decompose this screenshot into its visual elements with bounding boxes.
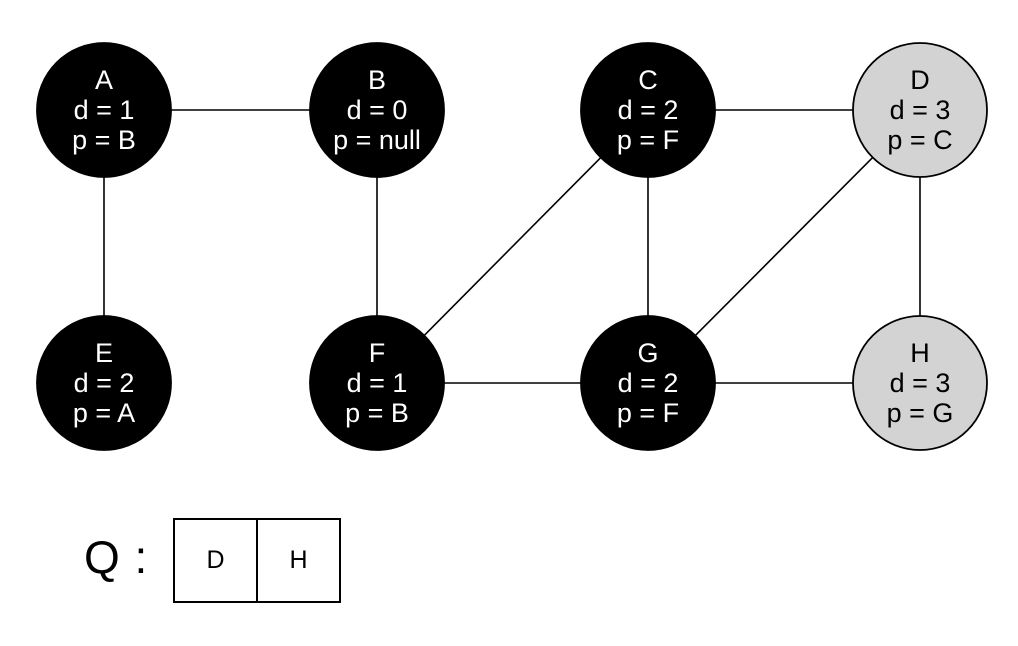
node-F-distance-value: d = 1	[347, 368, 408, 398]
node-C: Cd = 2p = F	[580, 42, 716, 178]
node-B-circle	[309, 42, 445, 178]
node-A-parent-value: p = B	[72, 125, 136, 155]
node-A-label: A	[95, 65, 113, 95]
node-G: Gd = 2p = F	[580, 315, 716, 451]
node-F-parent-value: p = B	[345, 398, 409, 428]
node-H-label: H	[910, 338, 930, 368]
node-H: Hd = 3p = G	[852, 315, 988, 451]
node-G-distance-value: d = 2	[618, 368, 679, 398]
node-G-label: G	[637, 338, 658, 368]
node-E-circle	[36, 315, 172, 451]
queue-cell-1: H	[256, 518, 341, 603]
node-B-parent-value: p = null	[333, 125, 421, 155]
node-A-distance-value: d = 1	[74, 95, 135, 125]
queue-label: Q :	[84, 531, 149, 583]
node-D: Dd = 3p = C	[852, 42, 988, 178]
node-F-label: F	[369, 338, 386, 368]
node-B-distance-value: d = 0	[347, 95, 408, 125]
node-H-distance-value: d = 3	[890, 368, 951, 398]
node-G-circle	[580, 315, 716, 451]
node-H-circle	[852, 315, 988, 451]
node-E-parent-value: p = A	[73, 398, 135, 428]
node-A: Ad = 1p = B	[36, 42, 172, 178]
node-A-circle	[36, 42, 172, 178]
node-G-parent-value: p = F	[617, 398, 679, 428]
node-D-distance-value: d = 3	[890, 95, 951, 125]
node-C-circle	[580, 42, 716, 178]
node-F: Fd = 1p = B	[309, 315, 445, 451]
node-B: Bd = 0p = null	[309, 42, 445, 178]
node-D-label: D	[910, 65, 930, 95]
node-E-distance-value: d = 2	[74, 368, 135, 398]
node-E-label: E	[95, 338, 113, 368]
node-D-circle	[852, 42, 988, 178]
queue-cell-0: D	[173, 518, 258, 603]
node-C-parent-value: p = F	[617, 125, 679, 155]
node-E: Ed = 2p = A	[36, 315, 172, 451]
node-D-parent-value: p = C	[887, 125, 952, 155]
node-C-distance-value: d = 2	[618, 95, 679, 125]
node-B-label: B	[368, 65, 386, 95]
node-F-circle	[309, 315, 445, 451]
node-H-parent-value: p = G	[887, 398, 954, 428]
node-C-label: C	[638, 65, 658, 95]
